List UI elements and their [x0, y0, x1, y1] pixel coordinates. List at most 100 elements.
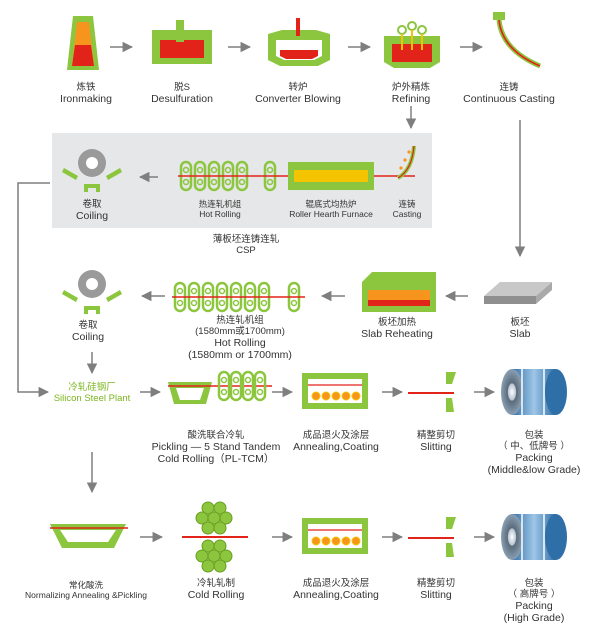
row3-hot-rolling-label: 热连轧机组 (1580mm或1700mm) Hot Rolling (1580m… [188, 315, 292, 361]
coiler-icon [62, 149, 122, 192]
normalizing-line-icon [50, 524, 128, 548]
cold-rolling-label: 冷轧轧制 Cold Rolling [188, 578, 245, 601]
refining-cn: 炉外精炼 [391, 82, 430, 93]
csp-furnace-label: 辊底式均热炉 Roller Hearth Furnace [289, 199, 373, 219]
csp-coiling-cn: 卷取 [82, 199, 102, 210]
csp-coiling-en: Coiling [75, 210, 109, 222]
csp-casting-label: 连铸 Casting [393, 199, 422, 219]
mill-stand [217, 370, 231, 402]
steel-coil-icon [501, 369, 567, 415]
silicon-plant-label: 冷轧硅钢厂 Silicon Steel Plant [54, 382, 131, 404]
furnace-roll [321, 536, 331, 546]
row3-coiling-en: Coiling [71, 331, 105, 343]
row3-reheating-en: Slab Reheating [361, 328, 433, 340]
csp-title: 薄板坯连铸连轧 CSP [213, 234, 280, 256]
row3-coiling-cn: 卷取 [78, 320, 98, 331]
row3-hot-rolling-cn: 热连轧机组 [216, 315, 264, 326]
work-roll [219, 549, 233, 563]
annealing-furnace-icon [302, 373, 368, 409]
furnace-roll [351, 391, 361, 401]
slab-icon [484, 282, 552, 304]
row3-slab-en: Slab [509, 328, 531, 340]
row4-annealing-label: 成品退火及涂层 Annealing,Coating [293, 430, 379, 453]
furnace-icon [288, 162, 374, 190]
work-roll [201, 521, 215, 535]
row5-slitting-cn: 精整剪切 [416, 578, 456, 589]
ironmaking-en: Ironmaking [60, 93, 112, 105]
refining-en: Refining [391, 93, 431, 105]
row3-hot-rolling-en: Hot Rolling [214, 337, 266, 349]
furnace-roll [331, 391, 341, 401]
furnace-roll [341, 536, 351, 546]
normalizing-label: 常化酸洗 Normalizing Annealing &Pickling [25, 580, 147, 600]
row3-hot-rolling-cn2: (1580mm或1700mm) [195, 326, 285, 337]
furnace-roll [341, 391, 351, 401]
mill-stand [241, 370, 255, 402]
row3-hot-rolling-en2: (1580mm or 1700mm) [188, 349, 292, 361]
desulfuration-cn: 脱S [174, 82, 190, 93]
tandem-stands-icon [217, 370, 267, 402]
csp-coiling-label: 卷取 Coiling [76, 199, 108, 222]
row3-coiling-label: 卷取 Coiling [72, 320, 104, 343]
csp-furnace-en: Roller Hearth Furnace [289, 209, 373, 219]
desulfuration-label: 脱S Desulfuration [151, 82, 213, 105]
pickling-cn: 酸洗联合冷轧 [187, 430, 245, 441]
work-roll [213, 521, 227, 535]
casting-en: Continuous Casting [463, 93, 555, 105]
row3-reheating-cn: 板坯加热 [377, 317, 416, 328]
row4-slitting-en: Slitting [420, 441, 452, 453]
normalizing-en: Normalizing Annealing &Pickling [25, 590, 147, 600]
row5-annealing-cn: 成品退火及涂层 [302, 578, 370, 589]
row4-annealing-en: Annealing,Coating [293, 441, 379, 453]
row5-annealing-label: 成品退火及涂层 Annealing,Coating [293, 578, 379, 601]
row5-packing-en2: (High Grade) [503, 612, 565, 624]
row4-packing-cn2: （ 中、低牌号 ） [498, 441, 570, 452]
cold-rolling-cn: 冷轧轧制 [196, 578, 235, 589]
casting-label: 连铸 Continuous Casting [463, 82, 555, 105]
annealing-furnace-icon-2 [302, 518, 368, 554]
refining-icon [384, 21, 440, 68]
converter-cn: 转炉 [288, 82, 308, 93]
row3-slab-label: 板坯 Slab [509, 317, 530, 340]
silicon-plant-cn: 冷轧硅钢厂 [68, 382, 116, 393]
normalizing-cn: 常化酸洗 [68, 580, 103, 590]
csp-title-cn: 薄板坯连铸连轧 [212, 234, 280, 245]
pickling-label: 酸洗联合冷轧 Pickling — 5 Stand Tandem Cold Ro… [152, 430, 281, 465]
casting-cn: 连铸 [499, 82, 519, 93]
row4-packing-cn: 包装 [524, 430, 544, 441]
pickling-line-icon [168, 382, 272, 404]
ironmaking-cn: 炼铁 [76, 82, 96, 93]
flow-arrow [17, 182, 50, 398]
mill-stand [253, 370, 267, 402]
row5-packing-cn2: （ 高牌号 ） [507, 589, 561, 600]
work-roll [213, 501, 227, 515]
slitting-icon-2 [408, 517, 456, 557]
ironmaking-label: 炼铁 Ironmaking [60, 82, 112, 105]
row3-reheating-label: 板坯加热 Slab Reheating [361, 317, 433, 340]
caster-icon [493, 12, 541, 69]
steel-coil-icon-2 [501, 514, 567, 560]
furnace-roll [311, 536, 321, 546]
reheating-furnace-icon [362, 272, 436, 312]
row5-packing-cn: 包装 [524, 578, 544, 589]
csp-title-en: CSP [236, 245, 256, 256]
csp-furnace-cn: 辊底式均热炉 [305, 199, 357, 209]
furnace-roll [311, 391, 321, 401]
row5-slitting-en: Slitting [420, 589, 452, 601]
work-roll [213, 559, 227, 573]
cold-rolling-en: Cold Rolling [187, 589, 245, 601]
csp-casting-cn: 连铸 [398, 199, 416, 209]
csp-hot-rolling-en: Hot Rolling [199, 209, 241, 219]
desulfuration-en: Desulfuration [151, 93, 213, 105]
coiler-icon-2 [62, 270, 122, 314]
csp-casting-en: Casting [392, 209, 422, 219]
row5-packing-en: Packing [515, 600, 553, 612]
row5-packing-label: 包装 （ 高牌号 ） Packing (High Grade) [504, 578, 565, 624]
work-roll [219, 511, 233, 525]
pickling-en: Pickling — 5 Stand Tandem [151, 441, 281, 453]
converter-label: 转炉 Converter Blowing [255, 82, 341, 105]
row3-slab-cn: 板坯 [510, 317, 530, 328]
work-roll [201, 559, 215, 573]
furnace-roll [331, 536, 341, 546]
cold-rolling-mill-icon [182, 501, 248, 573]
